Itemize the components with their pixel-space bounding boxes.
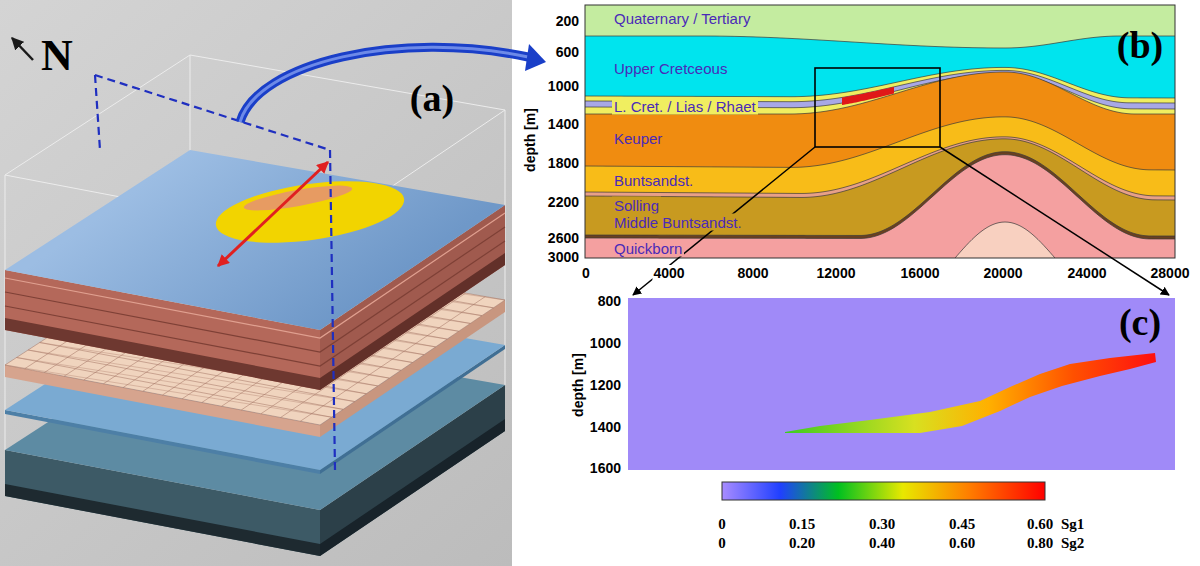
tick-label: 2200 xyxy=(547,194,580,210)
panel-label: (a) xyxy=(410,76,454,120)
layer-name: L. Cret. / Lias / Rhaet xyxy=(612,98,758,115)
link-arrow xyxy=(240,47,528,122)
tick-label: 800 xyxy=(597,293,622,309)
link-arrow xyxy=(240,47,528,122)
rock-layer xyxy=(585,67,1175,258)
layer-name: Middle Buntsandst. xyxy=(612,214,744,231)
colorbar-tick: 0.15 xyxy=(789,516,815,533)
compass-label: N xyxy=(41,30,73,81)
tick-label: 200 xyxy=(555,13,580,29)
tick-label: 3000 xyxy=(547,249,580,265)
layer-name: Solling xyxy=(612,197,661,214)
rock-layer xyxy=(585,72,1175,258)
block-model xyxy=(0,0,512,566)
rock-layer xyxy=(585,36,1175,258)
link-arrowhead xyxy=(525,44,546,71)
colorbar-tick: 0 xyxy=(718,516,726,533)
layer-boundary xyxy=(585,36,1175,48)
rock-layer xyxy=(585,70,1175,258)
layer-boundary xyxy=(585,72,1175,114)
gas-accumulation xyxy=(842,87,894,105)
layer-boundary xyxy=(585,139,1175,200)
section-plane-edge xyxy=(95,75,100,150)
tick-label: 16000 xyxy=(900,265,941,281)
rock-layer xyxy=(585,117,1175,258)
section-plane-edge xyxy=(330,150,335,470)
tick-label: 1000 xyxy=(589,335,622,351)
layer-name: Quickborn xyxy=(612,240,684,257)
layer-boundary xyxy=(585,117,1175,170)
layer-name: Quaternary / Tertiary xyxy=(612,10,752,27)
zoom-leader xyxy=(940,147,1169,295)
axis-title: depth [m] xyxy=(570,353,586,417)
tick-label: 4000 xyxy=(652,265,685,281)
tick-label: 12000 xyxy=(816,265,857,281)
tick-label: 20000 xyxy=(983,265,1024,281)
variable-label: Sg1 xyxy=(1061,516,1084,533)
tick-label: 1000 xyxy=(547,78,580,94)
tick-label: 600 xyxy=(555,44,580,60)
variable-label: Sg2 xyxy=(1061,535,1084,552)
gas-plume-core xyxy=(242,181,353,216)
rock-layer xyxy=(585,137,1175,258)
layer-name: Upper Cretceous xyxy=(612,60,729,77)
layer-name: Keuper xyxy=(612,130,664,147)
tick-label: 1800 xyxy=(547,155,580,171)
plot-frame xyxy=(585,5,1175,258)
panel-label: (c) xyxy=(1119,300,1161,344)
north-arrow xyxy=(12,38,33,60)
colorbar-tick: 0.45 xyxy=(949,516,975,533)
saturation-field xyxy=(628,298,1175,470)
axis-title: depth [m] xyxy=(522,108,538,172)
colorbar-tick: 0.60 xyxy=(1027,516,1053,533)
wireframe-edge xyxy=(5,55,190,175)
strata-base xyxy=(320,253,505,390)
tick-label: 1200 xyxy=(589,377,622,393)
colorbar-tick: 0.30 xyxy=(869,516,895,533)
gas-plume-section xyxy=(785,353,1156,433)
tick-label: 24000 xyxy=(1067,265,1108,281)
gas-plume xyxy=(212,171,408,253)
colorbar-tick: 0.40 xyxy=(869,535,895,552)
strata-base xyxy=(5,318,320,390)
layer-name: Buntsandst. xyxy=(612,172,695,189)
rock-layer xyxy=(585,139,1175,258)
tick-label: 1600 xyxy=(589,460,622,476)
strata-line xyxy=(5,241,505,366)
zoom-window xyxy=(815,68,940,147)
panel-background xyxy=(0,0,512,566)
section-plane-edge xyxy=(95,75,330,150)
extent-arrow xyxy=(218,162,328,266)
panel-label: (b) xyxy=(1117,23,1163,67)
wireframe-edge xyxy=(190,55,505,110)
tick-label: 2600 xyxy=(547,230,580,246)
colorbar-tick: 0.20 xyxy=(789,535,815,552)
tick-label: 28000 xyxy=(1150,265,1191,281)
tick-label: 8000 xyxy=(736,265,769,281)
layer-boundary xyxy=(585,155,1175,239)
cross-section xyxy=(585,5,1175,258)
colorbar-tick: 0.80 xyxy=(1027,535,1053,552)
colorbar-tick: 0 xyxy=(718,535,726,552)
top-horizon-top-face xyxy=(5,150,505,330)
tick-label: 1400 xyxy=(547,116,580,132)
color-bar xyxy=(722,482,1045,500)
tick-label: 0 xyxy=(581,265,591,281)
tick-label: 1400 xyxy=(589,419,622,435)
colorbar-tick: 0.60 xyxy=(949,535,975,552)
basement-base xyxy=(5,484,320,556)
